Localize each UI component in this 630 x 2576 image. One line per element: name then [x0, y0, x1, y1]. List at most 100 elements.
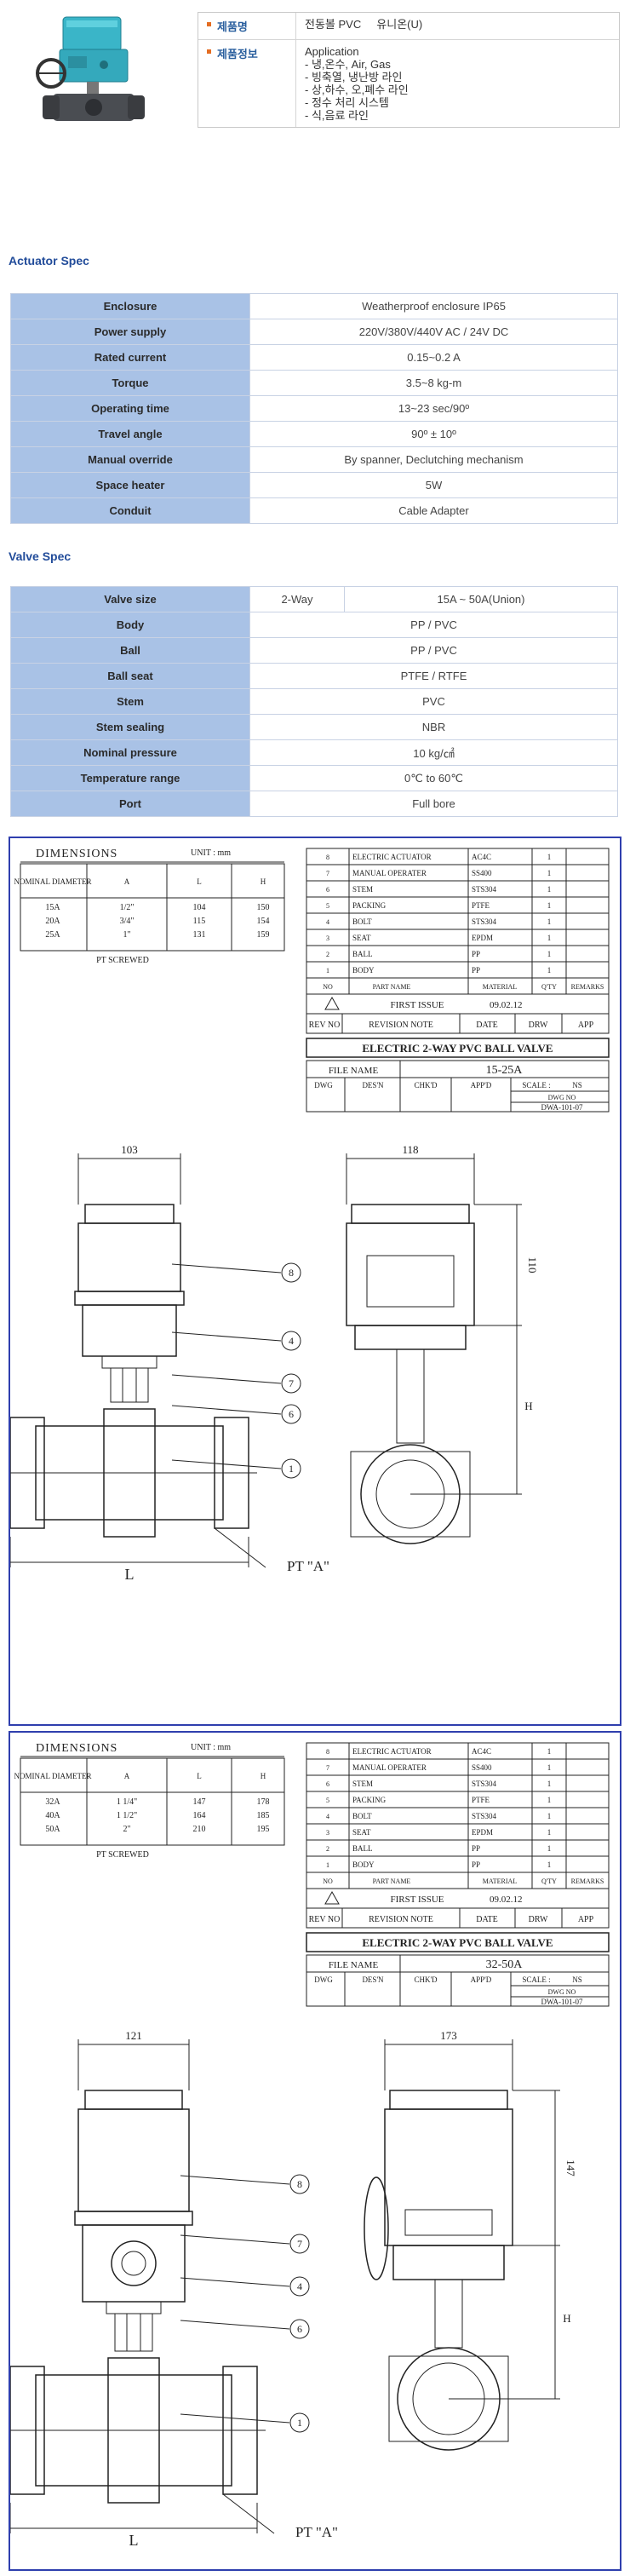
- part-no: 3: [326, 1829, 329, 1837]
- bullet-icon: [207, 49, 211, 54]
- dim-cell: 40A: [45, 1811, 60, 1820]
- part-no: 7: [326, 870, 329, 877]
- part-name: BALL: [352, 950, 373, 958]
- spec-value: 90º ± 10º: [249, 421, 618, 447]
- part-qty: 1: [547, 950, 552, 958]
- part-name: MANUAL OPERATER: [352, 1763, 427, 1772]
- product-name-row: 제품명 전동볼 PVC 유니온(U): [198, 13, 619, 40]
- sign-header: SCALE :: [522, 1081, 550, 1090]
- part-no: 3: [326, 934, 329, 942]
- part-no: 5: [326, 902, 329, 910]
- sign-header: APP'D: [471, 1081, 492, 1090]
- part-name: STEM: [352, 885, 373, 894]
- H-dim: H: [524, 1400, 532, 1412]
- part-no: 1: [326, 1861, 329, 1869]
- dim-cell: 195: [257, 1825, 270, 1834]
- product-info-value: Application- 냉,온수, Air, Gas- 빙축열, 냉난방 라인…: [295, 40, 619, 127]
- valve-size-type: 2-Way: [249, 586, 345, 612]
- file-name-label: FILE NAME: [329, 1066, 379, 1076]
- rev-header: DATE: [476, 1021, 498, 1030]
- dim-cell: 1 1/4": [117, 1797, 137, 1807]
- front-width-dim: 103: [121, 1143, 138, 1156]
- dim-cell: 20A: [45, 917, 60, 926]
- file-name: 32-50A: [486, 1958, 524, 1971]
- stem: [122, 1367, 137, 1403]
- callout-number: 8: [297, 2178, 302, 2190]
- product-name-value: 전동볼 PVC 유니온(U): [295, 13, 619, 39]
- sign-header: DWG: [314, 1975, 333, 1984]
- dim-cell: 1": [123, 930, 130, 940]
- dim-cell: 104: [193, 903, 206, 912]
- callout-number: 7: [297, 2238, 302, 2250]
- sign-header: DES'N: [362, 1081, 384, 1090]
- dim-body: [20, 1791, 285, 1846]
- dim-header-cell: L: [197, 1772, 202, 1780]
- callout-circle: [281, 1404, 301, 1424]
- part-material: PP: [472, 1860, 480, 1869]
- dim-header-cell: A: [124, 877, 130, 886]
- part-no: 2: [326, 951, 329, 958]
- info-line: Application: [305, 45, 359, 58]
- part-qty: 1: [547, 966, 552, 975]
- side-nameplate: [404, 2209, 493, 2236]
- part-name: SEAT: [352, 934, 371, 942]
- spec-value: PP / PVC: [249, 637, 618, 664]
- dwg-no-label: DWG NO: [548, 1988, 576, 1996]
- part-qty: 1: [547, 1747, 552, 1756]
- spec-value: Weatherproof enclosure IP65: [249, 293, 618, 319]
- product-info-row: 제품정보 Application- 냉,온수, Air, Gas- 빙축열, 냉…: [198, 40, 619, 127]
- L-dim: L: [129, 2532, 139, 2549]
- spec-value: Cable Adapter: [249, 497, 618, 524]
- part-name: PACKING: [352, 901, 387, 910]
- part-no: 5: [326, 1797, 329, 1804]
- part-no: 8: [326, 854, 329, 861]
- part-no: 6: [326, 886, 329, 894]
- parts-header: REMARKS: [571, 983, 604, 991]
- spec-label: Rated current: [10, 344, 250, 371]
- dim-cell: 25A: [45, 930, 60, 940]
- info-line: - 상,하수, 오,폐수 라인: [305, 83, 409, 96]
- part-qty: 1: [547, 1812, 552, 1820]
- part-name: BOLT: [352, 917, 372, 926]
- dim-header-cell: NOMINAL DIAMETER: [14, 1772, 92, 1780]
- revision-header-row: [306, 1907, 610, 1929]
- part-name: BODY: [352, 1860, 375, 1869]
- spec-label: Power supply: [10, 319, 250, 345]
- dim-cell: 210: [193, 1825, 206, 1834]
- product-name-label-text: 제품명: [217, 20, 248, 33]
- revision-triangle-icon: [324, 996, 340, 1010]
- part-name: PACKING: [352, 1796, 387, 1804]
- callout-leader: [171, 1374, 282, 1384]
- dim-unit: UNIT : mm: [191, 1743, 231, 1752]
- part-name: BODY: [352, 966, 375, 975]
- rev-header: DRW: [529, 1021, 548, 1030]
- stem: [126, 2313, 141, 2352]
- callout-number: 1: [297, 2417, 302, 2429]
- file-name: 15-25A: [486, 1064, 524, 1077]
- part-name: MANUAL OPERATER: [352, 869, 427, 877]
- spec-label: Temperature range: [10, 765, 250, 791]
- bracket: [114, 2313, 153, 2352]
- part-no: 2: [326, 1845, 329, 1853]
- spec-value: 0.15~0.2 A: [249, 344, 618, 371]
- actuator-spec-title: Actuator Spec: [9, 254, 89, 267]
- spec-value: PTFE / RTFE: [249, 663, 618, 689]
- parts-header: NO: [323, 983, 333, 991]
- info-line: - 빙축열, 냉난방 라인: [305, 71, 403, 83]
- dim-cell: 147: [193, 1797, 206, 1807]
- dim-cell: 131: [193, 930, 206, 940]
- pt-screwed-note: PT SCREWED: [96, 1850, 149, 1860]
- spec-label: Ball: [10, 637, 250, 664]
- part-name: BOLT: [352, 1812, 372, 1820]
- side-lower: [392, 2245, 505, 2280]
